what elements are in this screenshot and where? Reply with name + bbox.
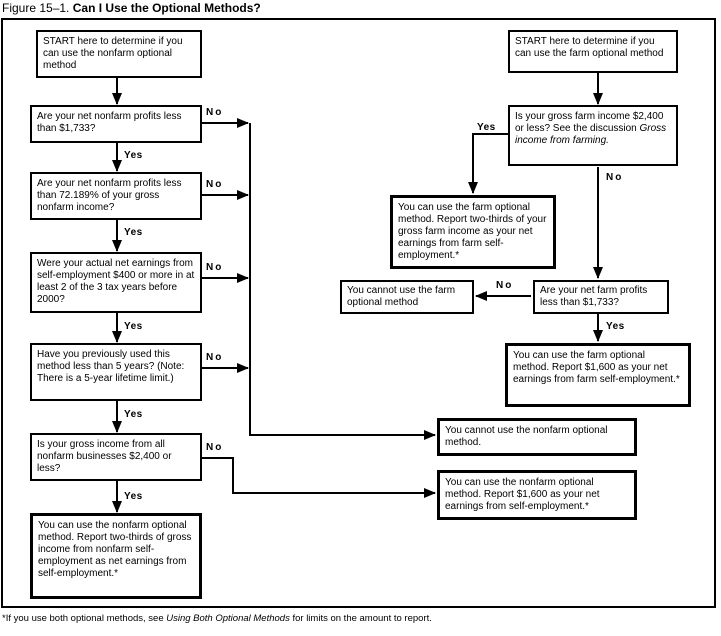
yes-label: Yes (124, 491, 143, 502)
yes-label: Yes (124, 227, 143, 238)
farm-gross-income-question-box: Is your gross farm income $2,400 or less… (508, 105, 678, 166)
nonfarm-five-years-question-box: Have you previously used this method les… (30, 343, 202, 401)
farm-cannot-use-result-box: You cannot use the farm optional method (340, 280, 474, 314)
footnote-reference: Using Both Optional Methods (166, 613, 290, 624)
collector-line-to-cannot-use-nonfarm (249, 123, 436, 440)
no-label: No (496, 280, 514, 291)
farm-1600-result-box: You can use the farm optional method. Re… (505, 343, 691, 407)
no-label: No (606, 172, 624, 183)
figure-number: Figure 15–1. (2, 1, 70, 15)
no-label: No (206, 352, 224, 363)
no-label: No (206, 107, 224, 118)
arrow-farm-q1-yes (468, 133, 508, 194)
nonfarm-percent-question-box: Are your net nonfarm profits less than 7… (30, 172, 202, 220)
nonfarm-net-profits-question-box: Are your net nonfarm profits less than $… (30, 105, 202, 143)
nonfarm-two-thirds-result-box: You can use the nonfarm optional method.… (30, 513, 202, 599)
figure-heading: Can I Use the Optional Methods? (72, 1, 261, 15)
footnote-text-pre: *If you use both optional methods, see (2, 613, 167, 624)
nonfarm-1600-result-box: You can use the nonfarm optional method.… (437, 470, 637, 520)
arrow-nonfarm-q5-no-to-can-use-1600 (202, 457, 436, 498)
footnote: *If you use both optional methods, see U… (2, 613, 432, 624)
yes-label: Yes (124, 150, 143, 161)
farm-gross-income-question-text: Is your gross farm income $2,400 or less… (515, 111, 664, 134)
nonfarm-prior-earnings-question-box: Were your actual net earnings from self-… (30, 252, 202, 313)
yes-label: Yes (124, 409, 143, 420)
no-label: No (206, 179, 224, 190)
yes-label: Yes (477, 122, 496, 133)
yes-label: Yes (124, 321, 143, 332)
no-label: No (206, 442, 224, 453)
farm-net-profits-question-box: Are your net farm profits less than $1,7… (533, 280, 669, 314)
yes-label: Yes (606, 321, 625, 332)
farm-gross-income-question-reference: Gross income from farming. (515, 123, 667, 146)
farm-start-box: START here to determine if you can use t… (508, 30, 678, 73)
no-label: No (206, 262, 224, 273)
figure-title: Figure 15–1. Can I Use the Optional Meth… (2, 1, 261, 15)
nonfarm-cannot-use-result-box: You cannot use the nonfarm optional meth… (437, 418, 637, 456)
footnote-text-post: for limits on the amount to report. (289, 613, 432, 624)
farm-two-thirds-result-box: You can use the farm optional method. Re… (390, 195, 556, 269)
flowchart-frame (1, 18, 716, 608)
nonfarm-start-box: START here to determine if you can use t… (36, 30, 202, 78)
nonfarm-gross-income-question-box: Is your gross income from all nonfarm bu… (30, 433, 202, 481)
